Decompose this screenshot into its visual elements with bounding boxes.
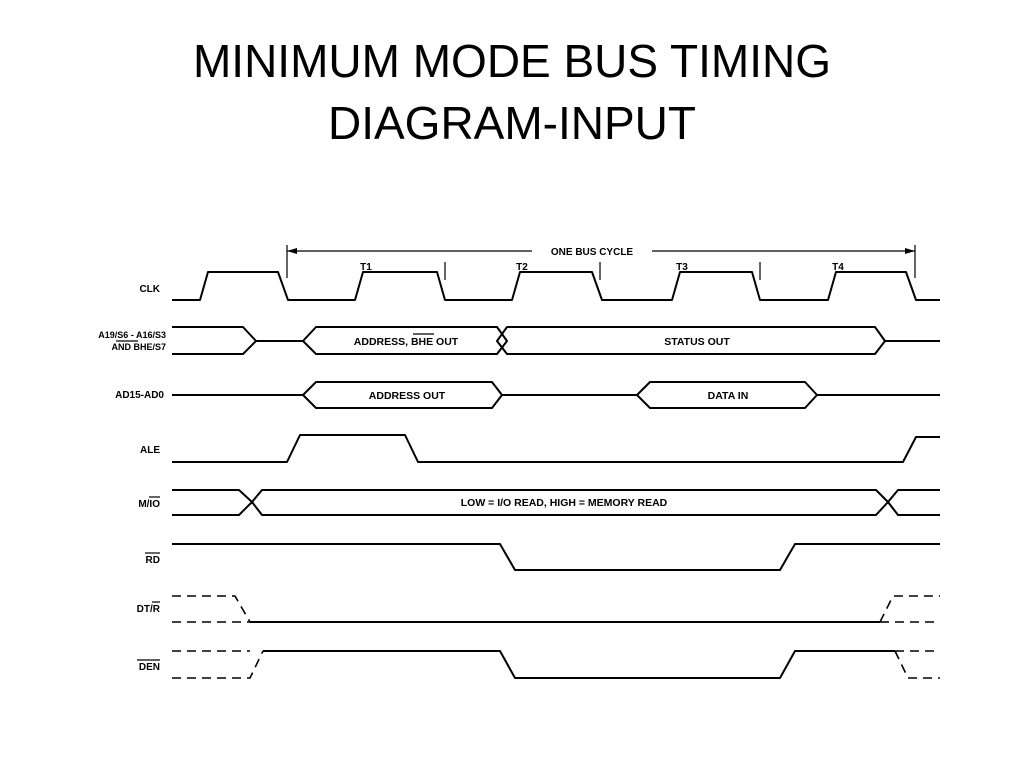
data-in-text: DATA IN — [708, 390, 749, 402]
t1-label: T1 — [360, 262, 372, 273]
dtr-waveform — [172, 595, 940, 623]
t-state-markers: T1 T2 T3 T4 — [360, 262, 844, 280]
dtr-label: DT/R — [137, 604, 161, 615]
den-label: DEN — [139, 662, 160, 673]
address-bhe-out-box: ADDRESS, BHE OUT — [302, 326, 508, 355]
rd-label: RD — [146, 555, 160, 566]
title-line-1: MINIMUM MODE BUS TIMING — [192, 35, 832, 87]
addr-status-waveform — [172, 326, 940, 355]
address-bhe-out-text: ADDRESS, BHE OUT — [354, 336, 459, 348]
mio-note-text: LOW = I/O READ, HIGH = MEMORY READ — [461, 497, 668, 509]
clk-waveform — [172, 271, 940, 301]
clk-label: CLK — [139, 284, 160, 295]
bus-cycle-indicator: ONE BUS CYCLE — [286, 245, 916, 278]
t3-label: T3 — [676, 262, 688, 273]
ale-label: ALE — [140, 445, 160, 456]
bus-cycle-label: ONE BUS CYCLE — [551, 247, 634, 258]
status-out-box: STATUS OUT — [496, 326, 886, 355]
den-waveform — [172, 650, 940, 679]
status-out-text: STATUS OUT — [664, 336, 730, 348]
addr-status-label-1: A19/S6 - A16/S3 — [98, 330, 166, 340]
slide-title: MINIMUM MODE BUS TIMING DIAGRAM-INPUT — [0, 30, 1024, 154]
ale-waveform — [172, 434, 940, 463]
rd-waveform — [172, 543, 940, 571]
mio-waveform: LOW = I/O READ, HIGH = MEMORY READ — [172, 489, 940, 516]
ad-label: AD15-AD0 — [115, 390, 164, 401]
signal-labels: CLK A19/S6 - A16/S3 AND BHE/S7 AD15-AD0 … — [98, 284, 166, 673]
address-out-box: ADDRESS OUT — [302, 381, 503, 409]
mio-label: M/IO — [138, 499, 160, 510]
title-line-2: DIAGRAM-INPUT — [328, 97, 696, 149]
data-in-box: DATA IN — [636, 381, 818, 409]
t4-label: T4 — [832, 262, 844, 273]
address-out-text: ADDRESS OUT — [369, 390, 446, 402]
t2-label: T2 — [516, 262, 528, 273]
addr-status-label-2: AND BHE/S7 — [111, 342, 166, 352]
